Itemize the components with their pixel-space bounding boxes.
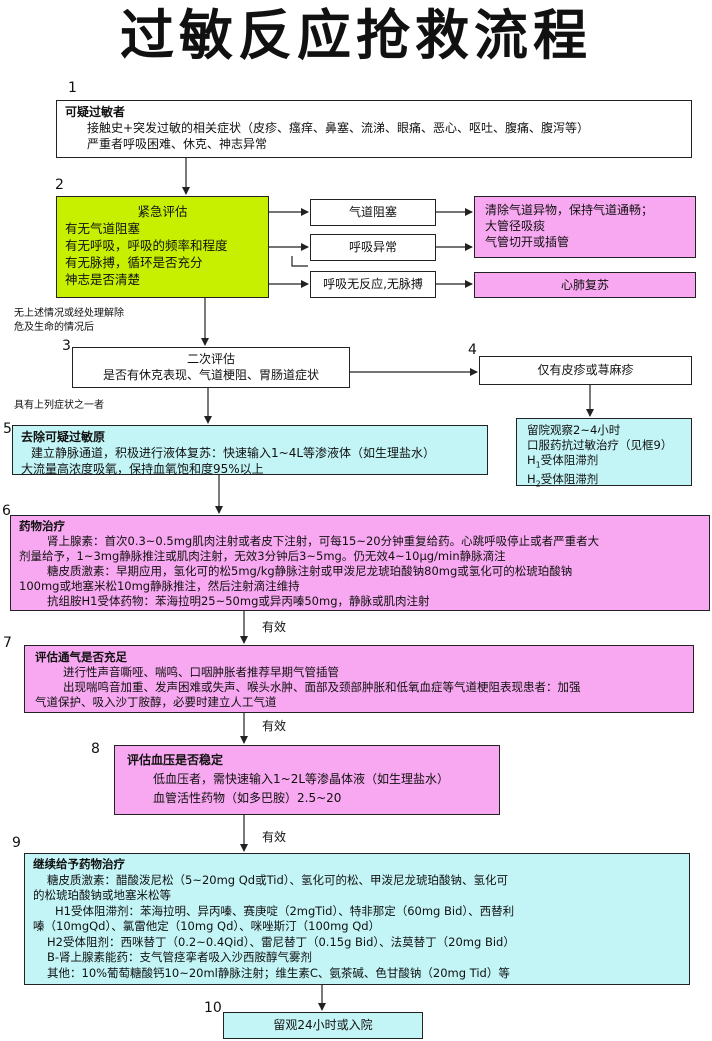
- box5-line2: 大流量高浓度吸氧，保持血氧饱和度95%以上: [21, 462, 264, 476]
- note1-line1: 无上述情况或经处理解除: [14, 308, 124, 319]
- step-number-3: 3: [62, 338, 71, 354]
- box-secondary-assessment: 二次评估 是否有休克表现、气道梗阻、胃肠道症状: [72, 347, 350, 388]
- box6-line2: 剂量给予，1~3mg静脉推注或肌肉注射，无效3分钟后3~5mg。仍无效4~10μ…: [19, 549, 506, 563]
- airway-action-3: 气管切开或插管: [485, 235, 570, 249]
- box1-heading: 可疑过敏者: [65, 105, 126, 119]
- box2-heading: 紧急评估: [137, 204, 188, 219]
- box1-line1: 接触史+突发过敏的相关症状（皮疹、瘙痒、鼻塞、流涕、眼痛、恶心、呕吐、腹痛、腹泻…: [87, 121, 590, 135]
- box6-line1: 肾上腺素：首次0.3~0.5mg肌肉注射或者皮下注射，可每15~20分钟重复给药…: [47, 534, 600, 548]
- box1-line2: 严重者呼吸困难、休克、神志异常: [87, 137, 268, 151]
- box3-line1: 是否有休克表现、气道梗阻、胃肠道症状: [102, 368, 319, 382]
- box7-line1: 进行性声音嘶哑、喘鸣、口咽肿胀者推荐早期气管插管: [63, 665, 339, 679]
- label-effective-2: 有效: [262, 719, 287, 733]
- box2-line1: 有无气道阻塞: [65, 221, 141, 236]
- note1-line2: 危及生命的情况后: [14, 322, 94, 333]
- step-number-10: 10: [204, 1000, 222, 1016]
- step-number-9: 9: [12, 835, 21, 851]
- box-airway-actions: 清除气道异物，保持气道通畅； 大管径吸痰 气管切开或插管: [474, 196, 696, 258]
- box-emergency-assessment: 紧急评估 有无气道阻塞 有无呼吸，呼吸的频率和程度 有无脉搏，循环是否充分 神志…: [56, 196, 269, 298]
- box-cpr: 心肺复苏: [474, 272, 696, 298]
- box7-line3: 气道保护、吸入沙丁胺醇，必要时建立人工气道: [35, 695, 277, 709]
- airway-action-1: 清除气道异物，保持气道通畅；: [485, 203, 654, 217]
- box9-line3: H1受体阻滞剂：苯海拉明、异丙嗪、赛庚啶（2mgTid）、特非那定（60mg B…: [55, 903, 515, 918]
- step-number-1: 1: [68, 80, 77, 96]
- page-title: 过敏反应抢救流程: [120, 3, 592, 67]
- step-number-5: 5: [3, 421, 12, 437]
- box2-line3: 有无脉搏，循环是否充分: [65, 255, 203, 270]
- box5-line1: 建立静脉通道，积极进行液体复苏：快速输入1~4L等渗液体（如生理盐水）: [31, 446, 436, 460]
- box-rash-only: 仅有皮疹或荨麻疹: [479, 356, 692, 385]
- box-no-response: 呼吸无反应,无脉搏: [310, 271, 436, 298]
- box5-heading: 去除可疑过敏原: [21, 430, 106, 444]
- box-ventilation-assessment: 评估通气是否充足 进行性声音嘶哑、喘鸣、口咽肿胀者推荐早期气管插管 出现喘鸣音加…: [24, 645, 694, 713]
- label-effective-1: 有效: [262, 620, 287, 634]
- box7-line2: 出现喘鸣音加重、发声困难或失声、喉头水肿、面部及颈部肿胀和低氧血症等气道梗阻表现…: [63, 680, 581, 694]
- box-observe-24h: 留观24小时或入院: [223, 1012, 423, 1039]
- box9-line6: B-肾上腺素能药：支气管痉挛者吸入沙西胺醇气雾剂: [47, 950, 313, 964]
- box-observation: 留院观察2~4小时 口服药抗过敏治疗（见框9） H1受体阻滞剂 H2受体阻滞剂: [516, 418, 692, 489]
- box8-line2: 血管活性药物（如多巴胺）2.5~20: [153, 791, 342, 805]
- box-breathing-abnormal: 呼吸异常: [310, 234, 436, 261]
- step-number-4: 4: [468, 342, 477, 358]
- box2-line2: 有无呼吸，呼吸的频率和程度: [65, 238, 228, 253]
- step-number-6: 6: [2, 503, 11, 519]
- box9-heading: 继续给予药物治疗: [33, 857, 125, 871]
- box8-heading: 评估血压是否稳定: [127, 753, 224, 767]
- box2-line4: 神志是否清楚: [65, 272, 141, 287]
- step-number-2: 2: [55, 177, 64, 193]
- box9-line7: 其他：10%葡萄糖酸钙10~20ml静脉注射；维生素C、氨茶碱、色甘酸钠（20m…: [47, 965, 510, 980]
- box9-line2: 的松琥珀酸钠或地塞米松等: [33, 888, 171, 902]
- box4b-line3: H1受体阻滞剂: [527, 453, 599, 470]
- box-continued-drugs: 继续给予药物治疗 糖皮质激素：醋酸泼尼松（5~20mg Qd或Tid）、氢化可的…: [24, 853, 690, 985]
- arrow-2-noresponse-stub: [291, 256, 308, 267]
- box-drug-treatment: 药物治疗 肾上腺素：首次0.3~0.5mg肌肉注射或者皮下注射，可每15~20分…: [10, 515, 710, 611]
- box-remove-allergen: 去除可疑过敏原 建立静脉通道，积极进行液体复苏：快速输入1~4L等渗液体（如生理…: [12, 425, 488, 476]
- box6-line5: 抗组胺H1受体药物：苯海拉明25~50mg或异丙嗪50mg，静脉或肌肉注射: [47, 594, 430, 608]
- box-airway-obstruction: 气道阻塞: [310, 199, 436, 226]
- box7-heading: 评估通气是否充足: [35, 650, 127, 664]
- box9-line5: H2受体阻剂：西咪替丁（0.2~0.4Qid）、雷尼替丁（0.15g Bid）、…: [47, 934, 515, 949]
- label-effective-3: 有效: [262, 830, 287, 844]
- box-suspected-allergy: 可疑过敏者 接触史+突发过敏的相关症状（皮疹、瘙痒、鼻塞、流涕、眼痛、恶心、呕吐…: [56, 100, 692, 158]
- note-has-symptoms: 具有上列症状之一者: [14, 400, 104, 411]
- box3-heading: 二次评估: [186, 352, 235, 366]
- box-blood-pressure: 评估血压是否稳定 低血压者，需快速输入1~2L等渗晶体液（如生理盐水） 血管活性…: [114, 745, 500, 815]
- airway-action-2: 大管径吸痰: [485, 219, 546, 233]
- box8-line1: 低血压者，需快速输入1~2L等渗晶体液（如生理盐水）: [153, 772, 450, 786]
- box4b-line2: 口服药抗过敏治疗（见框9）: [527, 438, 673, 452]
- box4b-line1: 留院观察2~4小时: [527, 423, 621, 437]
- step-number-8: 8: [91, 741, 100, 757]
- box9-line1: 糖皮质激素：醋酸泼尼松（5~20mg Qd或Tid）、氢化可的松、甲泼尼龙琥珀酸…: [47, 872, 509, 887]
- box6-heading: 药物治疗: [19, 519, 65, 533]
- box6-line3: 糖皮质激素：早期应用，氢化可的松5mg/kg静脉注射或甲泼尼龙琥珀酸钠80mg或…: [47, 564, 573, 578]
- box9-line4: 嗪（10mgQd）、氯雷他定（10mg Qd）、咪唑斯汀（100mg Qd）: [33, 919, 381, 933]
- note-no-life-threat: 无上述情况或经处理解除 危及生命的情况后: [14, 307, 124, 335]
- box6-line4: 100mg或地塞米松10mg静脉推注，然后注射滴注维持: [19, 579, 300, 593]
- step-number-7: 7: [3, 635, 12, 651]
- box4b-line4: H2受体阻滞剂: [527, 472, 599, 489]
